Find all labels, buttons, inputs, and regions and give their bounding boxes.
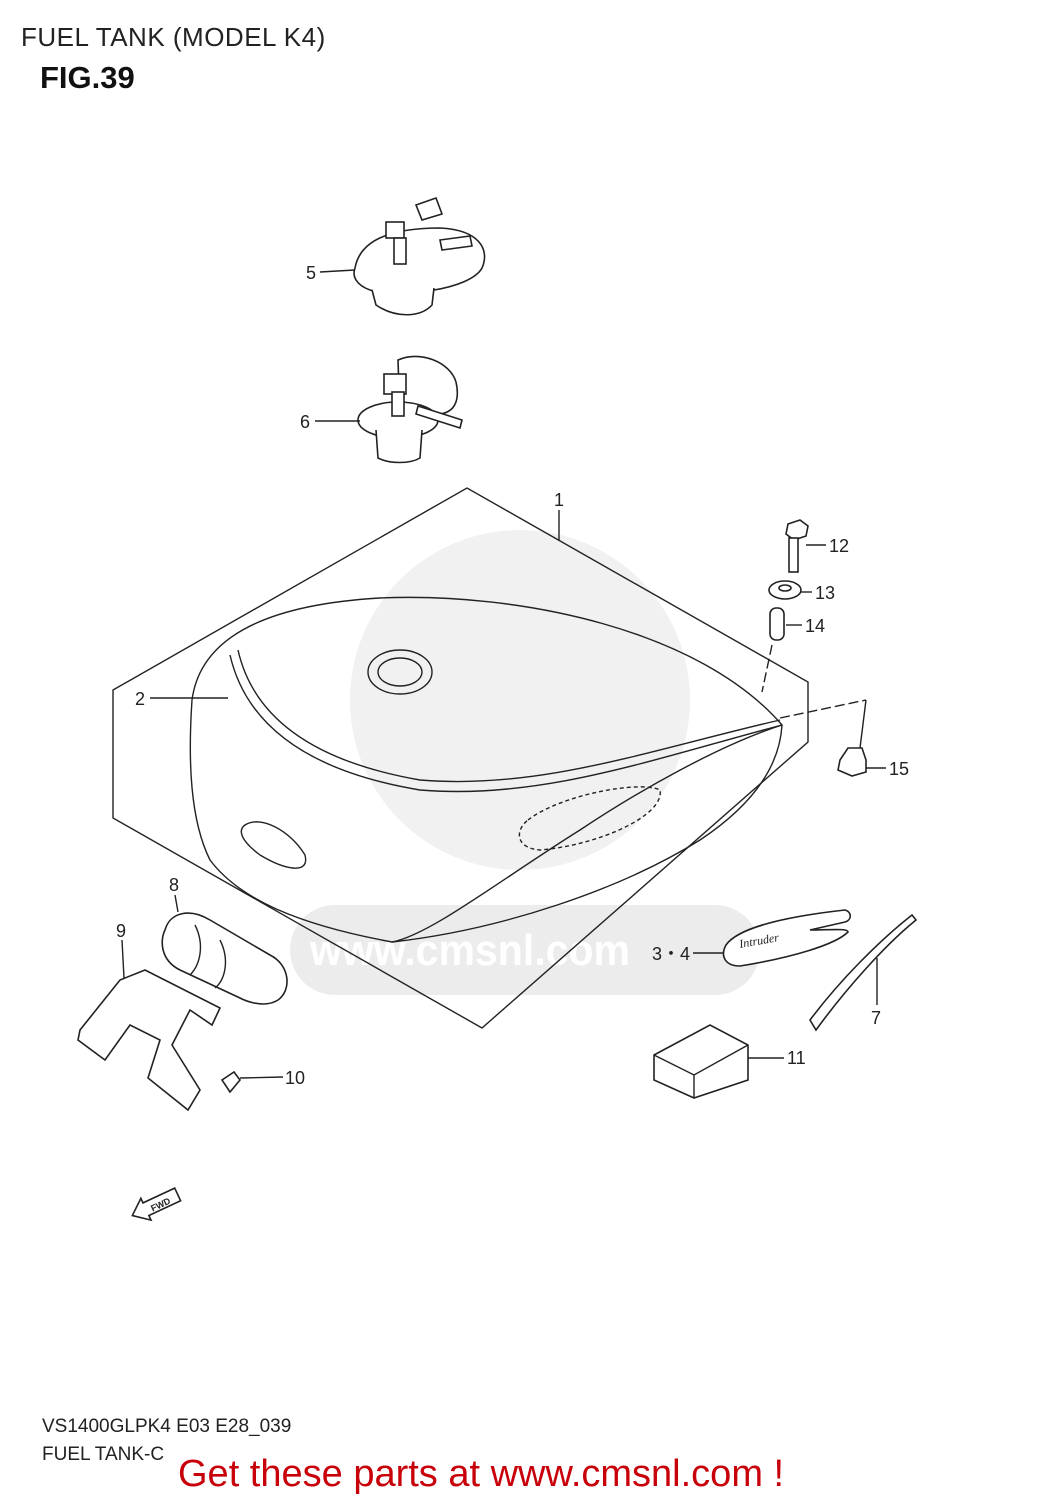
- diagram-title: FUEL TANK (MODEL K4): [21, 22, 326, 52]
- bracket-part-9[interactable]: [77, 969, 222, 1112]
- promo-link[interactable]: Get these parts at www.cmsnl.com !: [178, 1453, 785, 1495]
- watermark-logo: www.cmsnl.com: [290, 530, 760, 995]
- model-code: VS1400GLPK4 E03 E28_039: [42, 1416, 292, 1437]
- cushion-part-8[interactable]: [161, 912, 288, 1005]
- callout-14: 14: [805, 616, 825, 636]
- box-part-11[interactable]: [653, 1024, 749, 1099]
- collar-part-14[interactable]: [769, 607, 785, 641]
- callout-2: 2: [135, 689, 145, 709]
- callout-9: 9: [116, 921, 126, 941]
- fuel-tank-part-1[interactable]: [112, 487, 809, 1029]
- diagram-name: FUEL TANK-C: [42, 1444, 165, 1465]
- callout-5: 5: [306, 263, 316, 283]
- emblem-part-3-4[interactable]: Intruder: [722, 909, 852, 967]
- screw-part-10[interactable]: [220, 1070, 242, 1094]
- callout-10: 10: [285, 1068, 305, 1088]
- callout-6: 6: [300, 412, 310, 432]
- leader-lines: [121, 269, 886, 1079]
- washer-part-13[interactable]: [768, 580, 802, 600]
- strip-part-7[interactable]: [809, 913, 918, 1032]
- callout-12: 12: [829, 536, 849, 556]
- callout-7: 7: [871, 1008, 881, 1028]
- callout-labels: 5 6 1 12 13 14 2 15 8 9 3・4 7 11 10: [116, 263, 909, 1088]
- bolt-part-12[interactable]: [785, 519, 809, 573]
- figure-number: FIG.39: [40, 60, 135, 95]
- forward-arrow-icon: FWD: [131, 1187, 182, 1222]
- cushion-part-15[interactable]: [837, 747, 867, 777]
- callout-3-4: 3・4: [652, 944, 690, 964]
- fuel-cap-part-5[interactable]: [353, 196, 486, 316]
- callout-11: 11: [787, 1048, 806, 1068]
- callout-8: 8: [169, 875, 179, 895]
- callout-1: 1: [554, 490, 564, 510]
- callout-13: 13: [815, 583, 835, 603]
- callout-15: 15: [889, 759, 909, 779]
- watermark-text: www.cmsnl.com: [309, 926, 630, 975]
- fuel-cap-part-6[interactable]: [357, 355, 463, 464]
